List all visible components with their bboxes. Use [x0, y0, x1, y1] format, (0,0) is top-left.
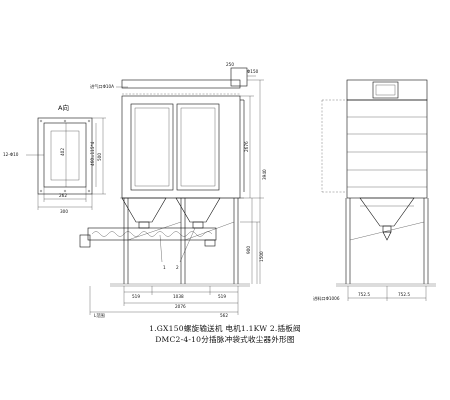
holes-callout: 12-Φ10 [3, 152, 19, 157]
inner-width-dim: 262 [59, 193, 67, 198]
screw-conveyor [87, 227, 217, 241]
side-span-right-dim: 752.5 [398, 292, 410, 297]
hopper-height-dim: 900 [246, 246, 251, 254]
leg-span-center-dim: 1038 [173, 294, 184, 299]
front-view: 250 Φ150 进气口Φ10A 1 2 [79, 62, 267, 319]
inlet-diameter-dim: Φ150 [247, 69, 259, 74]
bolt-spacing-dim: 460=115*4 [90, 141, 95, 166]
outer-width-dim: 300 [60, 209, 68, 214]
side-roof-housing [346, 79, 428, 101]
roof-housing [121, 79, 241, 89]
hopper-left [121, 197, 167, 223]
bolt-hole [87, 189, 91, 193]
overall-width-dim: 2076 [175, 304, 186, 309]
hopper-right [175, 197, 221, 223]
inlet-pipe [230, 67, 248, 87]
conveyor-offset-dim: 562 [220, 313, 228, 318]
access-door-left [130, 103, 174, 191]
caption-title: DMC2-4-10分插脉冲袋式收尘器外形图 [155, 335, 295, 344]
floor-range-label: L范围 [94, 312, 105, 319]
bolt-hole [63, 119, 67, 123]
total-height-dim: 3940 [262, 169, 267, 180]
bolt-hole [63, 189, 67, 193]
air-inlet-label: 进气口Φ10A [90, 83, 114, 90]
inlet-width-dim: 250 [226, 62, 234, 67]
flange-inner-frame [43, 122, 87, 188]
bolt-hole [39, 119, 43, 123]
leg-span-left-dim: 519 [132, 294, 140, 299]
side-body [346, 99, 428, 199]
callout-1: 1 [163, 265, 166, 270]
flange-opening [50, 130, 80, 181]
access-door-right [176, 103, 220, 191]
slide-valve-right [192, 221, 204, 229]
side-inlet-opening [372, 81, 399, 99]
side-hopper [359, 197, 415, 227]
conveyor-outlet [79, 234, 91, 248]
outer-height-dim: 500 [97, 153, 102, 161]
side-view: 752.5 752.5 进料口Φ1006 [313, 79, 436, 302]
section-view-title: A向 [58, 103, 69, 112]
leg-height-dim: 1500 [259, 251, 264, 262]
side-floor-label: 进料口Φ1006 [313, 295, 340, 302]
flange-outer-frame [37, 117, 93, 195]
bolt-hole [87, 119, 91, 123]
bolt-hole [39, 189, 43, 193]
callout-2: 2 [176, 265, 179, 270]
caption-components: 1.GX150螺旋输送机 电机1.1KW 2.插板阀 [149, 324, 301, 333]
body-height-dim: 2676 [244, 141, 249, 152]
side-span-left-dim: 752.5 [358, 292, 370, 297]
conveyor-motor [204, 239, 216, 247]
leg-span-right-dim: 519 [218, 294, 226, 299]
screw-flight [91, 231, 213, 237]
side-outlet [382, 231, 392, 241]
inner-height-dim: 402 [60, 148, 65, 156]
slide-valve-left [138, 221, 150, 229]
section-view-a: A向 402 460=115*4 500 12-Φ10 262 300 [3, 103, 106, 214]
